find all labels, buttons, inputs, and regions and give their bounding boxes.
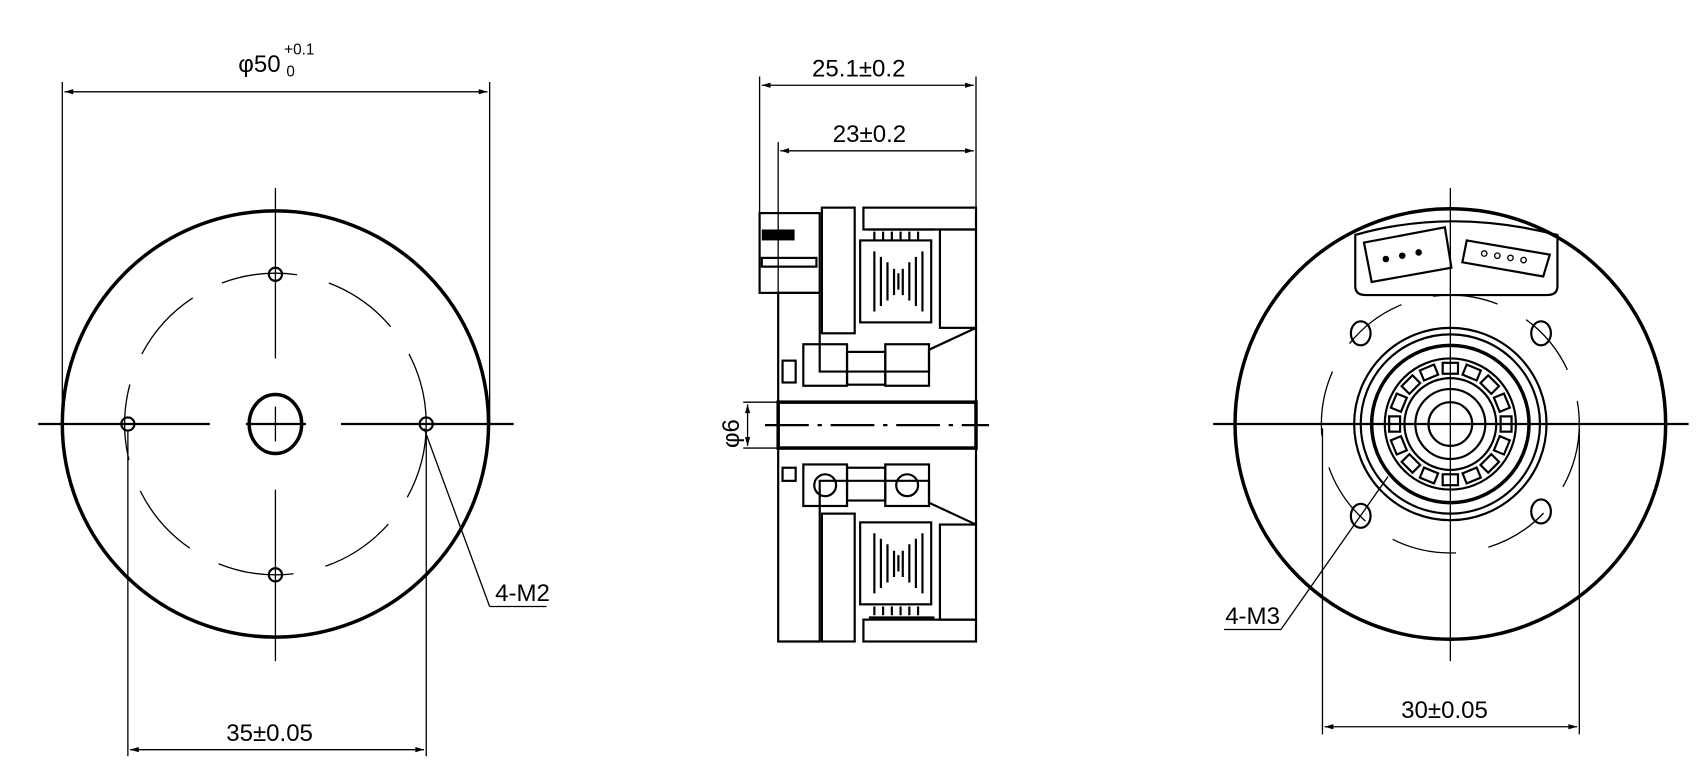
shaft-diameter-label: φ6	[718, 419, 745, 448]
hole-callout-m2: 4-M2	[423, 428, 550, 608]
dimension-hole-spacing-30: 30±0.05	[1321, 428, 1580, 735]
bearings	[781, 343, 931, 508]
cage-pocket	[1478, 373, 1501, 396]
cage-pocket	[1492, 392, 1512, 414]
hole-spacing-label: 35±0.05	[226, 720, 313, 747]
dimension-diameter-50: φ50 +0.1 0	[61, 42, 491, 425]
front-view: φ50 +0.1 0 35±0.05 4-M2	[38, 42, 550, 757]
cage-pocket	[1400, 452, 1422, 475]
hole-callout-label: 4-M3	[1225, 603, 1280, 630]
shaft	[743, 400, 990, 450]
centerlines	[1213, 187, 1689, 662]
cage-pocket	[1400, 373, 1422, 396]
centerlines	[38, 187, 514, 662]
connector-housing	[1354, 220, 1559, 297]
rear-view: 4-M3 30±0.05	[1213, 187, 1689, 735]
cage-pocket	[1478, 452, 1501, 475]
hole-callout-label: 4-M2	[495, 580, 550, 607]
hole-spacing-label: 30±0.05	[1401, 697, 1488, 724]
connector-4-pin	[1461, 239, 1552, 278]
diameter-label: φ50	[238, 51, 280, 78]
section-view: 25.1±0.2 23±0.2	[718, 55, 990, 643]
stator-winding-top	[859, 228, 935, 324]
housing-section-top	[777, 206, 978, 404]
cage-pocket	[1418, 363, 1440, 382]
cage-pocket	[1492, 434, 1512, 456]
dimension-hole-spacing-35: 35±0.05	[127, 431, 427, 757]
dimension-body-length: 23±0.2	[777, 121, 974, 296]
connector	[758, 212, 821, 294]
cage-pocket	[1389, 434, 1409, 456]
cage-pocket	[1461, 363, 1483, 382]
diameter-upper-tolerance: +0.1	[284, 42, 314, 59]
mounting-holes	[1349, 320, 1552, 529]
housing-section-bottom	[777, 446, 978, 643]
body-length-label: 23±0.2	[833, 121, 906, 148]
dimension-shaft-diameter: φ6	[718, 404, 751, 448]
hole-callout-m3: 4-M3	[1224, 476, 1389, 631]
diameter-lower-tolerance: 0	[286, 63, 295, 80]
cage-pocket	[1461, 466, 1483, 485]
cage-pocket	[1418, 466, 1440, 485]
cage-pocket	[1389, 392, 1409, 414]
overall-length-label: 25.1±0.2	[812, 55, 905, 82]
connector-3-pin	[1362, 226, 1453, 284]
stator-winding-bottom	[859, 521, 935, 619]
